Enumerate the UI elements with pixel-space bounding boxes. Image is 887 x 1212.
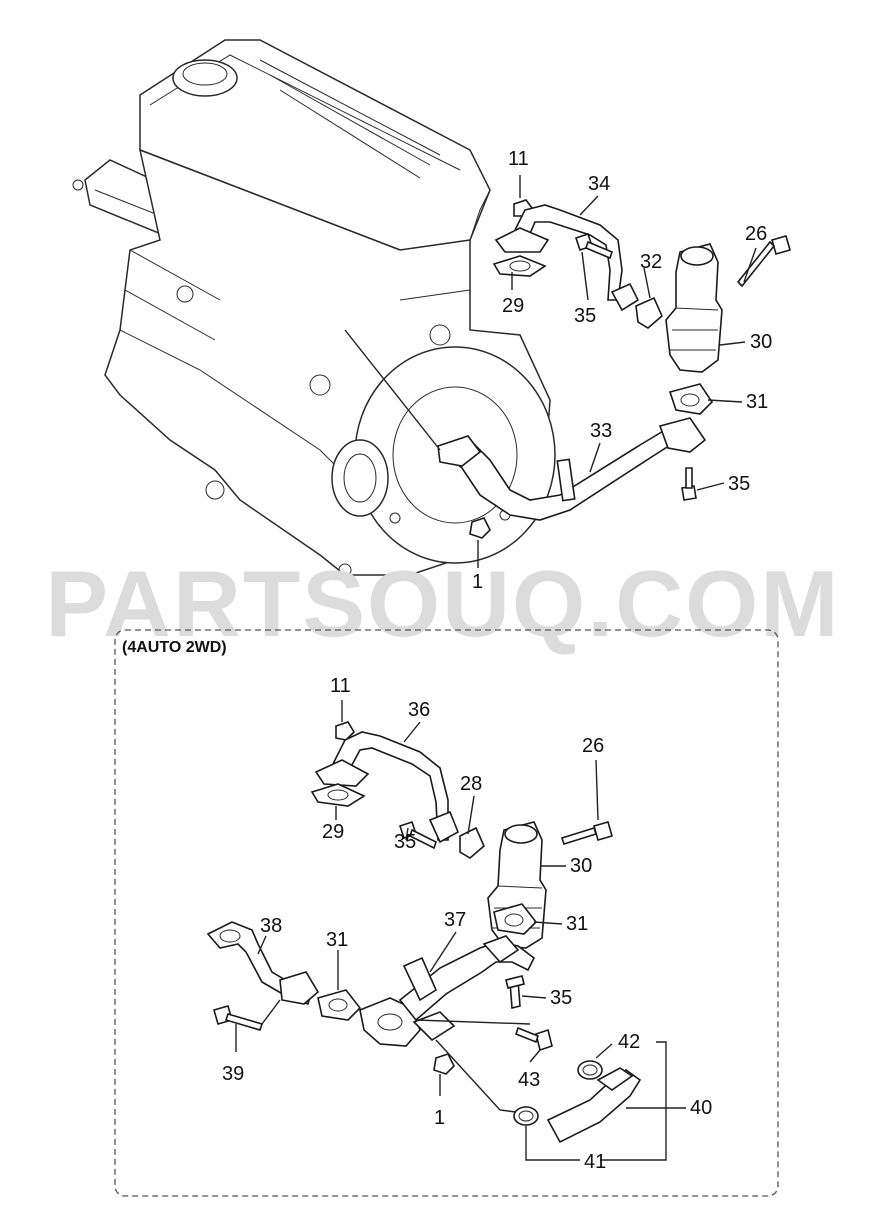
part-41-clamp	[513, 1106, 539, 1126]
part-42-clamp	[577, 1060, 603, 1080]
callout-36-bottom: 36	[408, 699, 430, 721]
callout-43-bottom: 43	[518, 1069, 540, 1091]
top-egr-assembly	[344, 175, 791, 568]
callout-42-bottom: 42	[618, 1031, 640, 1053]
part-34-flange	[494, 227, 550, 253]
callout-31-bottom-b: 31	[566, 913, 588, 935]
part-1-nut-top	[469, 517, 491, 539]
part-40-hose	[546, 1069, 642, 1144]
part-11-nut-bottom	[335, 721, 356, 741]
callout-31-top: 31	[746, 391, 768, 413]
watermark: PARTSOUQ.COM	[45, 551, 840, 656]
part-31-gasket-bottom-left	[317, 989, 362, 1021]
callout-35-top-b: 35	[728, 473, 750, 495]
callout-28-bottom: 28	[460, 773, 482, 795]
callout-35-bottom-a: 35	[394, 831, 416, 853]
part-29-gasket-top	[492, 255, 547, 277]
callout-30-bottom: 30	[570, 855, 592, 877]
part-34-egr-pipe-top	[508, 204, 623, 301]
callout-26-bottom: 26	[582, 735, 604, 757]
callout-38-bottom: 38	[260, 915, 282, 937]
callout-29-top: 29	[502, 295, 524, 317]
part-26-bolt-bottom	[593, 821, 613, 841]
part-31-gasket-top	[668, 383, 714, 415]
part-32-gasket	[635, 296, 663, 329]
callout-1-top: 1	[472, 571, 483, 593]
callout-26-top: 26	[745, 223, 767, 245]
callout-37-bottom: 37	[444, 909, 466, 931]
callout-34-top: 34	[588, 173, 610, 195]
callout-40-bottom: 40	[690, 1097, 712, 1119]
callout-33-top: 33	[590, 420, 612, 442]
callout-29-bottom: 29	[322, 821, 344, 843]
callout-35-bottom-b: 35	[550, 987, 572, 1009]
part-29-gasket-bottom	[310, 783, 366, 807]
callouts-bottom: 11 36 26 28 29 35 30 38 31 37 31 35 39 4…	[222, 675, 712, 1173]
variant-label: (4AUTO 2WD)	[122, 639, 227, 656]
part-26-bolt-top	[771, 235, 791, 255]
part-1-nut-bottom	[433, 1053, 455, 1075]
variant-box	[114, 629, 779, 1197]
callouts-top: 11 34 26 32 29 35 30 31 33 35 1	[472, 148, 772, 593]
part-37-egr-pipe	[359, 997, 421, 1047]
part-43-bolt	[535, 1028, 553, 1052]
bottom-egr-assembly	[206, 700, 686, 1161]
callout-35-top-a: 35	[574, 305, 596, 327]
part-31-gasket-bottom-right	[493, 903, 538, 935]
callout-41-bottom: 41	[584, 1151, 606, 1173]
callout-39-bottom: 39	[222, 1063, 244, 1085]
callout-32-top: 32	[640, 251, 662, 273]
callout-31-bottom-a: 31	[326, 929, 348, 951]
callout-11-top: 11	[508, 148, 529, 170]
callout-30-top: 30	[750, 331, 772, 353]
part-28-gasket	[459, 826, 485, 859]
callout-1-bottom: 1	[434, 1107, 445, 1129]
callout-11-bottom: 11	[330, 675, 351, 697]
